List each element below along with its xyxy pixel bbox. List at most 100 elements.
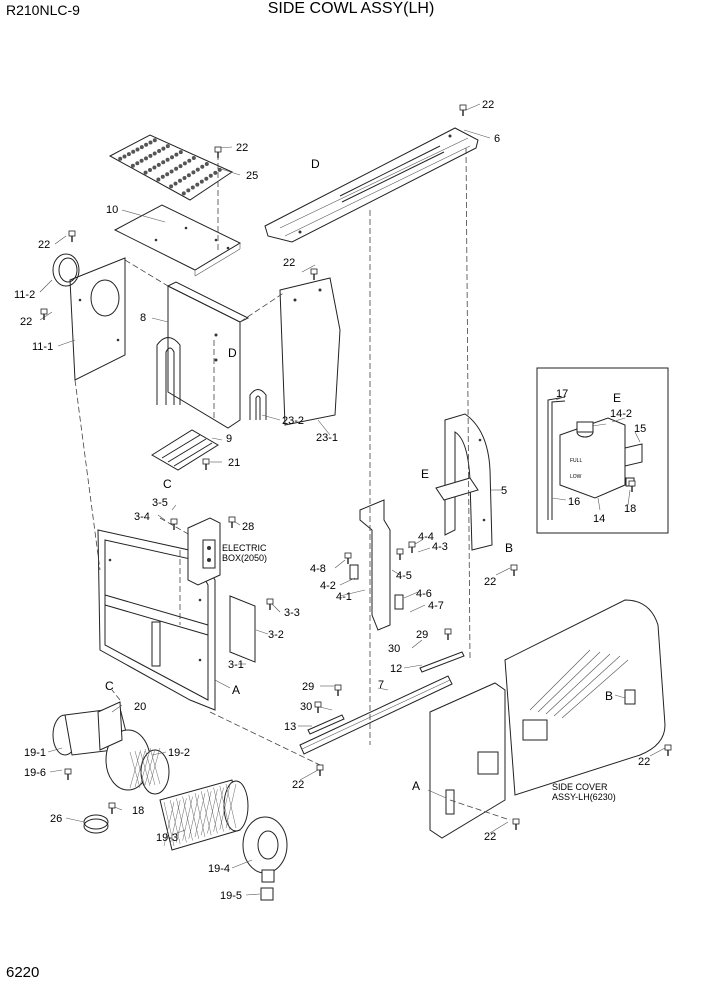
callout: 3-4 [134,511,150,523]
callout: 30 [300,701,312,713]
clamp-part-26 [83,814,109,834]
callout: 9 [226,433,232,445]
callout: 20 [134,701,146,713]
notes: ELECTRIC BOX(2050) SIDE COVER ASSY-LH(62… [222,543,616,802]
callout: C [105,679,114,693]
callout: A [412,779,420,793]
callout: 22 [20,316,32,328]
rail-part-7 [299,675,453,755]
callout: 19-5 [220,890,242,902]
callout: 15 [634,423,646,435]
callout: 14 [593,513,605,525]
callout: 19-4 [208,863,230,875]
bracket-part-8 [156,281,250,429]
callout: 22 [38,239,50,251]
callout: 5 [501,485,507,497]
plate-part-23-1 [279,277,341,426]
callout: 12 [390,663,402,675]
callout: B [505,541,513,555]
callout: 3-5 [152,497,168,509]
valve-part-19-5 [260,887,274,901]
callout: 4-1 [336,591,352,603]
callout: 18 [132,805,144,817]
callout: 19-2 [168,747,190,759]
side-cover-note-line2: ASSY-LH(6230) [552,792,616,802]
seal-ring-part-11-2 [52,253,80,287]
perforated-plate-part-25 [108,134,234,201]
callout: 6 [494,133,500,145]
callout: 7 [378,679,384,691]
callout: 21 [228,457,240,469]
callout: 3-1 [228,659,244,671]
callout: 10 [106,204,118,216]
callout: 11-2 [14,289,35,301]
callout-leaders [39,103,666,896]
electric-box-note-line1: ELECTRIC [222,543,267,553]
callout: 29 [416,629,428,641]
side-cover-assembly [429,599,666,839]
clip-part-23-2 [249,389,267,420]
callout: 3-3 [284,607,300,619]
callout: 29 [302,681,314,693]
bracket-part-5 [435,413,493,551]
callout: 8 [140,312,146,324]
callout: 4-6 [416,588,432,600]
side-cover-note-line1: SIDE COVER [552,782,608,792]
bar-part-12 [419,651,465,673]
callout: 26 [50,813,62,825]
top-cover-part-6 [264,127,479,243]
callout: 25 [246,170,258,182]
filter-element-part-19-3 [159,779,249,851]
left-panel-part-11-1 [69,257,126,381]
side-frame-part-3-1 [97,529,216,711]
callout: 4-7 [428,600,444,612]
electric-box [187,517,221,586]
callout: 23-2 [282,415,304,427]
callout: 16 [568,496,580,508]
callout: E [613,391,621,405]
reservoir-tank-inset: FULL LOW [536,367,669,534]
callout: 22 [484,831,496,843]
tank-full-label: FULL [570,458,582,464]
callout: 28 [242,521,254,533]
model-number: R210NLC-9 [6,2,80,18]
callout: 19-1 [24,747,46,759]
callout: C [163,477,172,491]
plate-part-10 [113,204,242,277]
callout: 11-1 [32,341,53,353]
callout: 19-3 [156,832,178,844]
page-number: 6220 [6,964,40,981]
bolts [40,104,672,830]
callout: 23-1 [316,432,338,444]
callout: 4-4 [418,531,434,543]
callout: 22 [482,99,494,111]
callout: 22 [638,756,650,768]
callout: 4-3 [432,541,448,553]
callout: B [605,689,613,703]
bracket-part-4-1 [349,499,404,631]
callout: 4-5 [396,570,412,582]
bar-part-13 [307,714,345,735]
callout: D [311,157,320,171]
callout: 3-2 [268,629,284,641]
callout: 4-8 [310,563,326,575]
callout: 18 [624,503,636,515]
tank-low-label: LOW [570,474,582,480]
callout: 22 [484,576,496,588]
callout: 22 [292,779,304,791]
electric-box-note-line2: BOX(2050) [222,553,267,563]
end-cap-part-19-4 [242,816,288,883]
cover-plate-part-3-2 [229,595,256,663]
dashed-leader-lines [74,147,511,821]
callout: 22 [283,257,295,269]
callout: A [232,683,240,697]
callout: 19-6 [24,767,46,779]
callout-labels: 22 6 22 25 D 10 22 22 11-2 22 8 11-1 D 2… [14,99,650,902]
callout: 14-2 [610,408,632,420]
callout: 22 [236,142,248,154]
callout: 13 [284,721,296,733]
callout: 17 [556,388,568,400]
diagram-title: SIDE COWL ASSY(LH) [267,0,435,17]
callout: E [421,467,429,481]
